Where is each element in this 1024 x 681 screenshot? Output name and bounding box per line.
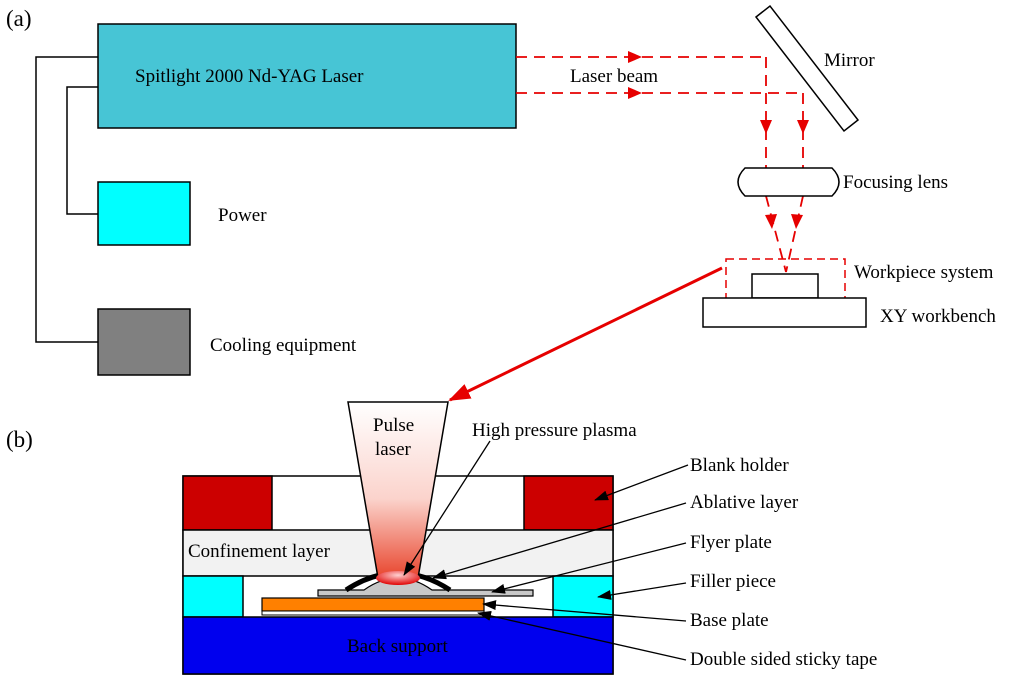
pulse-laser-label-1: Pulse	[373, 415, 414, 436]
confinement-label: Confinement layer	[188, 541, 331, 562]
leader-ablative-layer	[432, 502, 687, 580]
plasma-leader	[403, 440, 491, 576]
power-box	[97, 181, 191, 246]
beam-focus-left	[765, 195, 787, 273]
callout-blank-holder: Blank holder	[690, 455, 789, 476]
back-support	[182, 616, 614, 675]
beam-arrow-1	[628, 51, 642, 63]
xy-workbench	[702, 297, 867, 328]
filler-piece-left	[182, 575, 244, 618]
beam-label: Laser beam	[570, 66, 658, 87]
blank-holder-left	[182, 475, 273, 531]
beam-arrow-2	[628, 87, 642, 99]
power-label: Power	[218, 205, 267, 226]
focusing-lens	[737, 167, 840, 197]
callout-leaders	[432, 464, 689, 661]
beam-arrow-5	[765, 214, 777, 229]
lens-label: Focusing lens	[843, 172, 948, 193]
workbench-label: XY workbench	[880, 306, 996, 327]
mirror-label: Mirror	[824, 50, 875, 71]
panel-a-letter: (a)	[6, 6, 32, 31]
callout-ablative-layer: Ablative layer	[690, 492, 799, 513]
leader-filler-piece	[597, 582, 687, 600]
callout-flyer-plate: Flyer plate	[690, 532, 772, 553]
workpiece-label: Workpiece system	[854, 262, 994, 283]
blank-holder-right	[523, 475, 614, 531]
beam-focus-right	[785, 195, 804, 273]
zoom-arrow	[448, 266, 723, 402]
leader-blank-holder	[594, 464, 689, 501]
beam-arrow-4	[797, 120, 809, 134]
beam-arrow-6	[791, 214, 803, 229]
laser-box	[97, 23, 517, 129]
back-support-label: Back support	[347, 636, 449, 657]
base-plate	[261, 597, 485, 612]
leader-flyer-plate	[491, 542, 687, 594]
beam-arrow-3	[760, 120, 772, 134]
laser-label: Spitlight 2000 Nd-YAG Laser	[135, 66, 364, 87]
mirror	[754, 4, 860, 133]
plasma-label: High pressure plasma	[472, 420, 637, 441]
workpiece	[751, 273, 819, 299]
panel-b-letter: (b)	[6, 427, 33, 452]
leader-sticky-tape	[477, 610, 687, 661]
callout-base-plate: Base plate	[690, 610, 769, 631]
plasma	[376, 571, 420, 585]
pulse-laser-label-2: laser	[375, 439, 412, 460]
power-wire	[66, 86, 98, 215]
laser-beam-paths	[516, 56, 804, 273]
cooling-label: Cooling equipment	[210, 335, 357, 356]
callout-sticky-tape: Double sided sticky tape	[690, 649, 877, 670]
sticky-tape	[261, 610, 485, 616]
leader-base-plate	[482, 600, 687, 622]
callout-filler-piece: Filler piece	[690, 571, 776, 592]
cooling-wire	[35, 56, 98, 343]
cooling-box	[97, 308, 191, 376]
